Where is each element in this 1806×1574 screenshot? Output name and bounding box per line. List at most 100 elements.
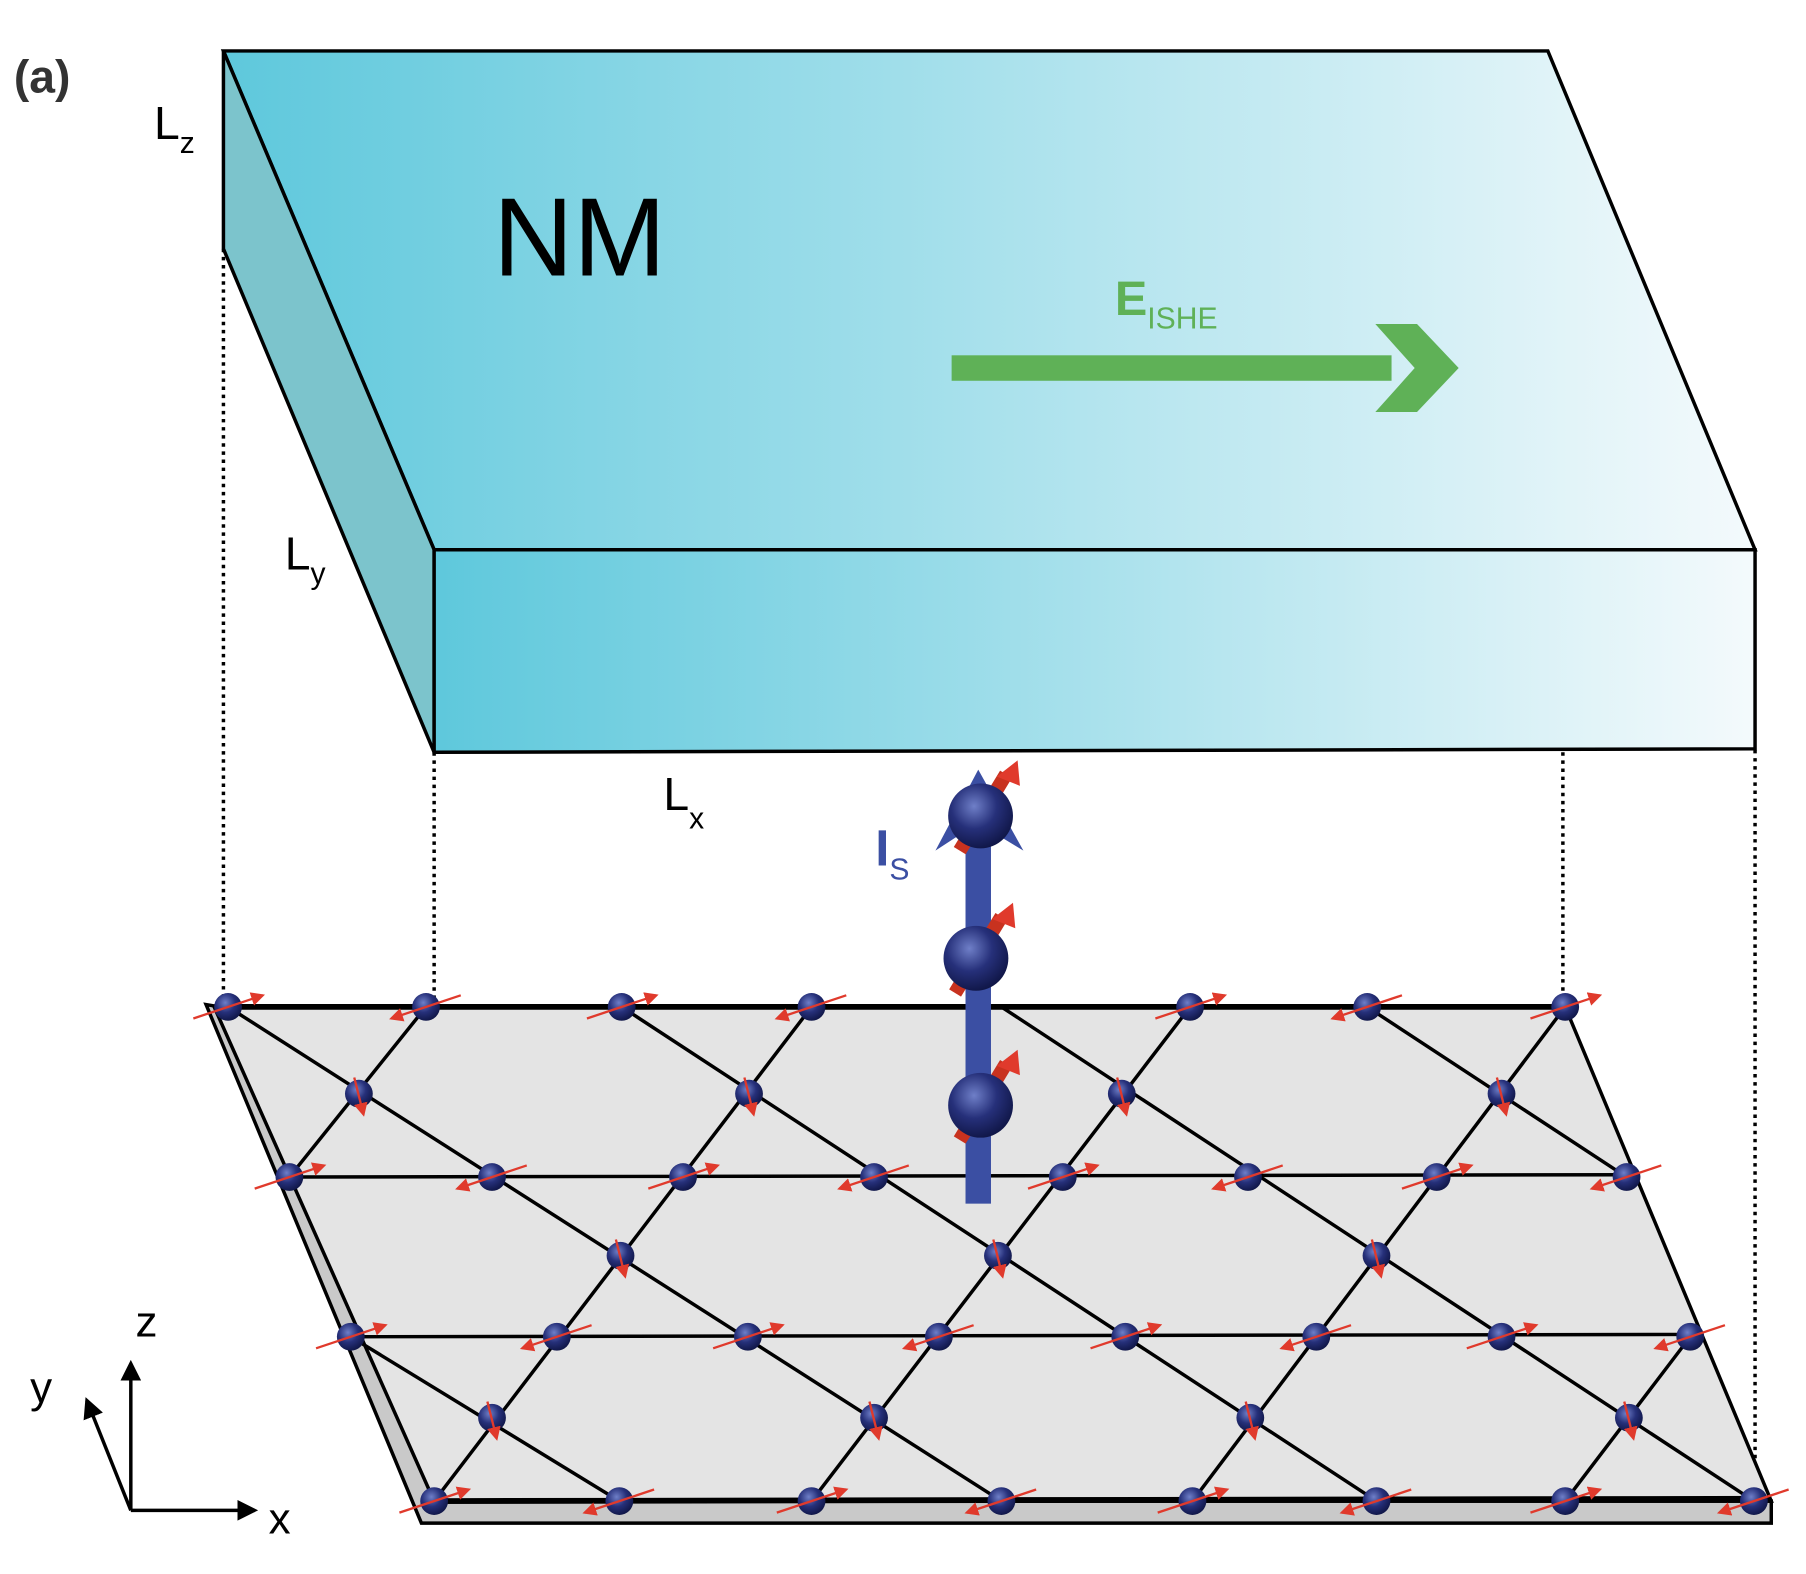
spin-electrons (943, 760, 1020, 1144)
spin-arrow-icon (389, 994, 462, 1022)
lattice-atom (1530, 1486, 1603, 1515)
lattice-atom (1362, 1239, 1391, 1279)
spin-arrow-icon (1244, 1401, 1259, 1441)
spin-arrow-icon (964, 1488, 1037, 1516)
lattice-atom (606, 1239, 635, 1279)
spin-arrow-icon (1211, 1164, 1284, 1192)
x-axis-label: x (269, 1494, 291, 1543)
spin-arrow-icon (1716, 1488, 1790, 1516)
panel-label: (a) (14, 51, 71, 103)
spin-electron (948, 760, 1020, 855)
spin-arrow-icon (1495, 1077, 1511, 1117)
spin-arrow-icon (712, 1322, 785, 1350)
lattice-atom (1487, 1077, 1516, 1117)
lattice-atom (1107, 1077, 1136, 1117)
electron-sphere (948, 783, 1013, 849)
field-label: EISHE (1115, 272, 1218, 336)
lattice-atom (582, 1487, 655, 1516)
lattice-atom (1339, 1487, 1412, 1516)
spin-arrowhead-icon (992, 902, 1016, 929)
spin-arrow-icon (1623, 1401, 1638, 1441)
spin-arrowhead-icon (996, 1049, 1020, 1076)
lattice-atom (860, 1401, 888, 1441)
spin-arrowhead-icon (996, 760, 1020, 786)
spin-arrow-icon (315, 1322, 388, 1350)
field-arrow (951, 324, 1459, 413)
spin-arrow-icon (353, 1077, 368, 1117)
spin-arrow-icon (455, 1164, 528, 1192)
lattice-atom (478, 1401, 506, 1441)
coordinate-axes (83, 1359, 259, 1521)
y-axis-label: y (30, 1364, 52, 1413)
spin-arrow-icon (868, 1401, 883, 1441)
spin-arrow-icon (399, 1486, 472, 1514)
lattice-atom (315, 1322, 388, 1351)
lattice-atom (1653, 1322, 1726, 1352)
lattice-atom (519, 1322, 592, 1352)
lattice-atom (1236, 1401, 1265, 1441)
lx-label: Lx (663, 768, 704, 836)
lattice-atom (344, 1077, 373, 1117)
spin-electron (948, 1049, 1020, 1144)
spin-current-label: IS (875, 820, 909, 887)
slab-front-face (432, 548, 1757, 755)
lattice-atom (1090, 1322, 1163, 1351)
spin-arrow-icon (582, 1488, 655, 1516)
lattice-atom (1027, 1162, 1100, 1191)
spin-arrow-icon (837, 1164, 910, 1192)
spin-arrow-icon (1466, 1322, 1539, 1350)
spin-arrow-icon (1653, 1324, 1726, 1352)
spin-arrow-icon (1401, 1162, 1474, 1190)
spin-arrow-icon (1116, 1077, 1131, 1117)
z-axis-label: z (135, 1298, 157, 1347)
lattice-atom (712, 1322, 785, 1351)
lattice-atom (1466, 1322, 1539, 1351)
lattice-atom (389, 993, 462, 1022)
lattice-atom (735, 1077, 763, 1117)
electron-sphere (943, 925, 1009, 991)
spin-arrow-icon (1530, 1486, 1603, 1514)
lattice-atom (455, 1163, 528, 1192)
spin-arrow-icon (1027, 1162, 1100, 1190)
lattice-atom (776, 1486, 849, 1515)
plane-bottom-edge (426, 1495, 1772, 1504)
spin-arrow-icon (901, 1324, 974, 1352)
spin-arrow-icon (586, 992, 659, 1020)
lattice-atom (399, 1486, 472, 1515)
lattice-atom (647, 1162, 720, 1191)
spin-arrow-icon (486, 1401, 501, 1441)
spin-arrow-icon (614, 1239, 630, 1279)
lattice-atom (1211, 1163, 1284, 1192)
lattice-atom (586, 992, 659, 1021)
bond-line (350, 1332, 1691, 1339)
spin-arrow-icon (743, 1077, 758, 1117)
lattice-atom (1155, 992, 1228, 1021)
spin-arrow-icon (1330, 994, 1403, 1022)
lattice-atom (964, 1487, 1037, 1516)
lattice-atoms (192, 992, 1790, 1516)
slab-top-face (220, 49, 1758, 552)
bond-line (289, 1172, 1627, 1179)
spin-arrow-icon (1155, 992, 1228, 1020)
ly-label: Ly (285, 527, 326, 590)
spin-arrow-icon (1279, 1324, 1352, 1352)
spin-electron (943, 902, 1016, 997)
electron-sphere (948, 1072, 1013, 1138)
spin-arrow-icon (192, 992, 265, 1020)
lattice-atom (984, 1239, 1012, 1279)
lattice-atom (254, 1162, 327, 1191)
spin-arrow-icon (1589, 1164, 1662, 1192)
lattice-atom (1589, 1163, 1662, 1192)
lattice-atom (901, 1322, 974, 1352)
lattice-atom (1530, 992, 1603, 1021)
lattice-atom (192, 992, 265, 1021)
lattice-atom (1279, 1322, 1352, 1352)
y-axis-arrow (83, 1397, 133, 1511)
spin-arrow-icon (1090, 1322, 1163, 1350)
lattice-atom (1157, 1486, 1230, 1515)
spin-arrow-icon (1339, 1488, 1412, 1516)
spin-arrow-icon (647, 1162, 720, 1190)
spin-arrow-icon (519, 1324, 592, 1352)
